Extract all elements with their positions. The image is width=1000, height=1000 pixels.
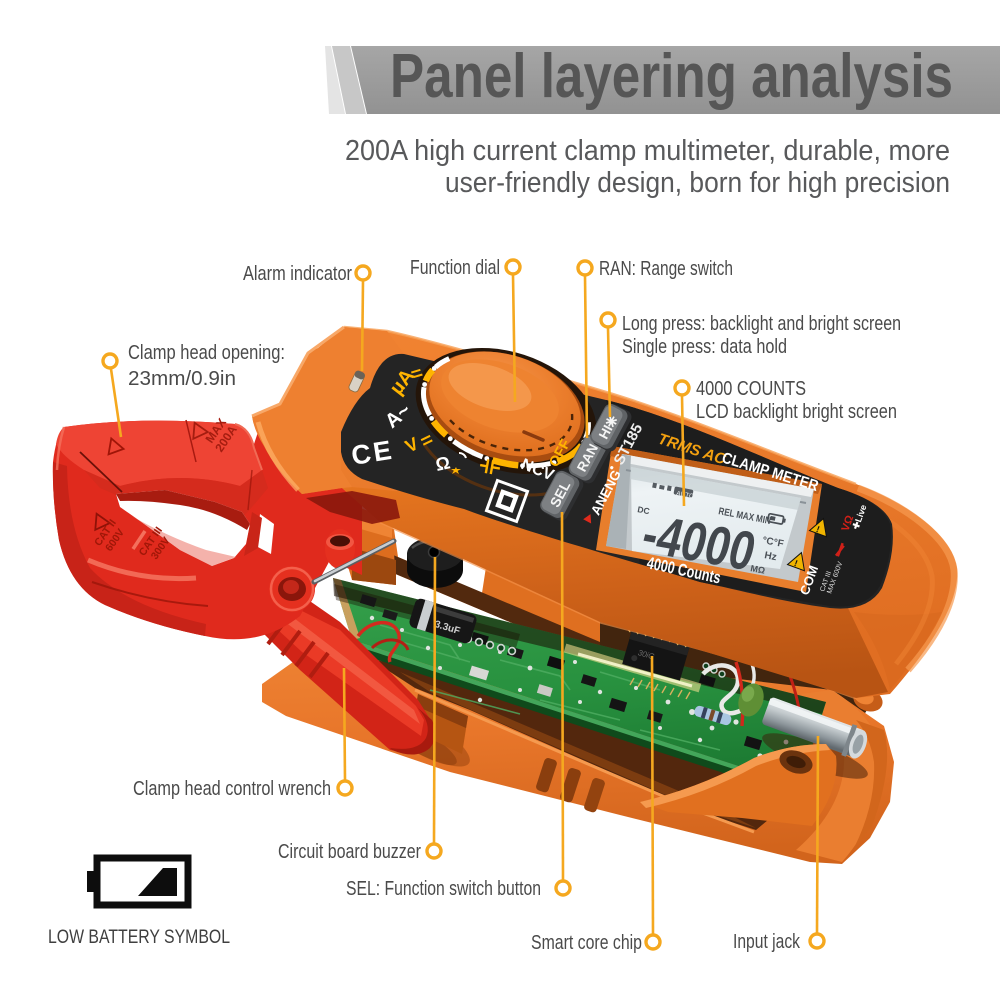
svg-text:Clamp head control wrench: Clamp head control wrench: [133, 778, 331, 800]
svg-text:HI: HI: [596, 423, 616, 442]
svg-text:Circuit board buzzer: Circuit board buzzer: [278, 841, 421, 863]
svg-text:LCD backlight bright screen: LCD backlight bright screen: [696, 401, 897, 423]
svg-text:Function dial: Function dial: [410, 257, 500, 279]
svg-text:Long press: backlight and brig: Long press: backlight and bright screen: [622, 313, 901, 335]
svg-text:!: !: [815, 524, 821, 534]
svg-text:Alarm indicator: Alarm indicator: [243, 263, 352, 285]
svg-text:!: !: [793, 558, 799, 568]
svg-text:CE: CE: [349, 435, 396, 471]
svg-text:°C°F: °C°F: [761, 535, 784, 550]
svg-text:30iC: 30iC: [637, 648, 656, 661]
svg-text:200A high current clamp multim: 200A high current clamp multimeter, dura…: [345, 135, 950, 167]
svg-text:Hz: Hz: [763, 550, 777, 563]
svg-text:user-friendly design, born for: user-friendly design, born for high prec…: [445, 167, 950, 199]
svg-text:DC: DC: [637, 504, 651, 516]
svg-text:4000 COUNTS: 4000 COUNTS: [696, 378, 806, 400]
svg-text:VΩ: VΩ: [840, 514, 857, 533]
svg-text:MΩ: MΩ: [750, 563, 766, 576]
svg-text:Smart core chip: Smart core chip: [531, 932, 642, 954]
svg-text:Single press: data hold: Single press: data hold: [622, 336, 787, 358]
svg-text:LOW BATTERY SYMBOL: LOW BATTERY SYMBOL: [48, 926, 230, 948]
svg-text:SEL: Function switch button: SEL: Function switch button: [346, 878, 541, 900]
svg-text:Input jack: Input jack: [733, 931, 801, 953]
svg-text:RAN: Range switch: RAN: Range switch: [599, 258, 733, 280]
svg-text:Clamp head opening:: Clamp head opening:: [128, 342, 285, 364]
svg-text:Ω: Ω: [434, 452, 452, 475]
svg-text:23mm/0.9in: 23mm/0.9in: [128, 368, 236, 390]
svg-text:Panel layering analysis: Panel layering analysis: [390, 42, 953, 111]
